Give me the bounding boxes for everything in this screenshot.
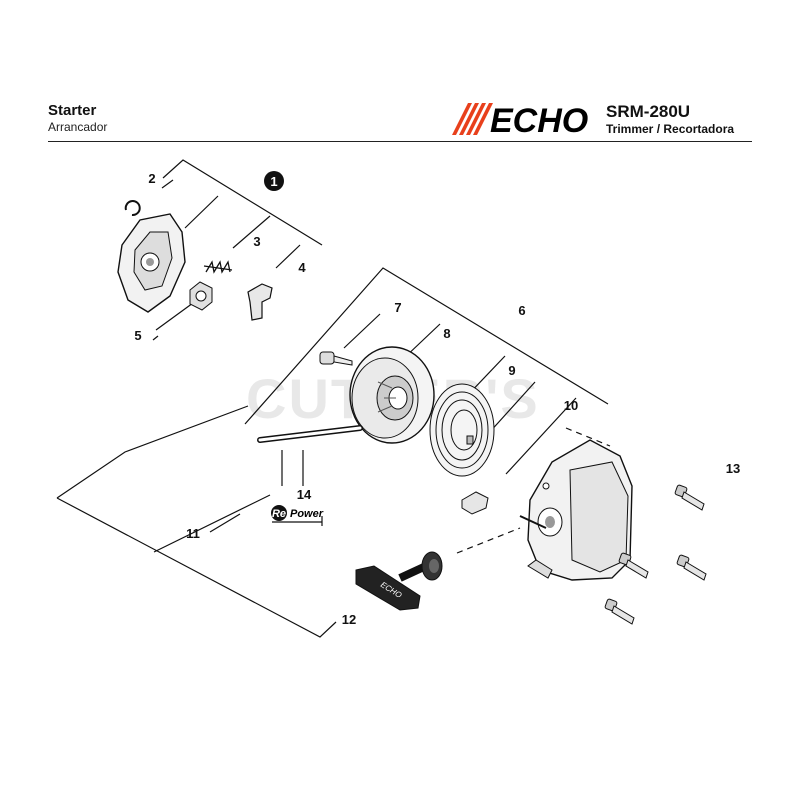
page-title: Starter xyxy=(48,102,97,119)
header-right: SRM-280U Trimmer / Recortadora xyxy=(606,102,734,137)
model-number: SRM-280U xyxy=(606,102,691,121)
mounting-screw xyxy=(618,552,649,579)
callout-9: 9 xyxy=(508,363,515,378)
callout-2: 2 xyxy=(148,171,155,186)
callout-12: 12 xyxy=(342,612,356,627)
callout-3: 3 xyxy=(253,234,260,249)
callout-4: 4 xyxy=(298,260,306,275)
callout-8: 8 xyxy=(443,326,450,341)
svg-text:1: 1 xyxy=(270,174,277,189)
callout-14: 14 xyxy=(297,487,312,502)
recoil-spring xyxy=(429,383,495,477)
pawl-spring xyxy=(203,260,233,274)
bracket-line-6 xyxy=(244,267,609,425)
rope-reel xyxy=(349,346,435,444)
callout-5: 5 xyxy=(134,328,141,343)
e-clip xyxy=(124,200,141,217)
model-subtitle: Trimmer / Recortadora xyxy=(606,122,735,136)
header-left: Starter Arrancador xyxy=(48,102,107,135)
logo-wordmark: ECHO xyxy=(490,102,588,137)
callout-7: 7 xyxy=(394,300,401,315)
callout-10: 10 xyxy=(564,398,578,413)
starter-pawl xyxy=(247,283,273,321)
nut xyxy=(189,281,213,311)
screw-7 xyxy=(319,351,353,366)
screw-13 xyxy=(674,484,705,511)
logo-stripes-icon xyxy=(452,103,493,135)
page-subtitle: Arrancador xyxy=(48,120,108,134)
callout-13: 13 xyxy=(726,461,740,476)
starter-housing xyxy=(519,439,633,581)
callout-1: 1 xyxy=(264,171,284,191)
svg-text:Power: Power xyxy=(290,508,324,520)
starter-handle: ECHO xyxy=(355,551,443,611)
callout-11: 11 xyxy=(186,526,200,541)
mounting-screw xyxy=(604,598,635,625)
starter-pulley-plate xyxy=(117,213,186,313)
bracket-line xyxy=(162,159,323,246)
repower-badge: Re Power xyxy=(271,505,324,526)
mounting-screw xyxy=(676,554,707,581)
echo-logo: ECHO xyxy=(452,102,588,137)
callout-6: 6 xyxy=(518,303,525,318)
friction-block xyxy=(461,491,489,515)
svg-text:Re: Re xyxy=(272,508,286,520)
header-divider xyxy=(48,141,752,142)
